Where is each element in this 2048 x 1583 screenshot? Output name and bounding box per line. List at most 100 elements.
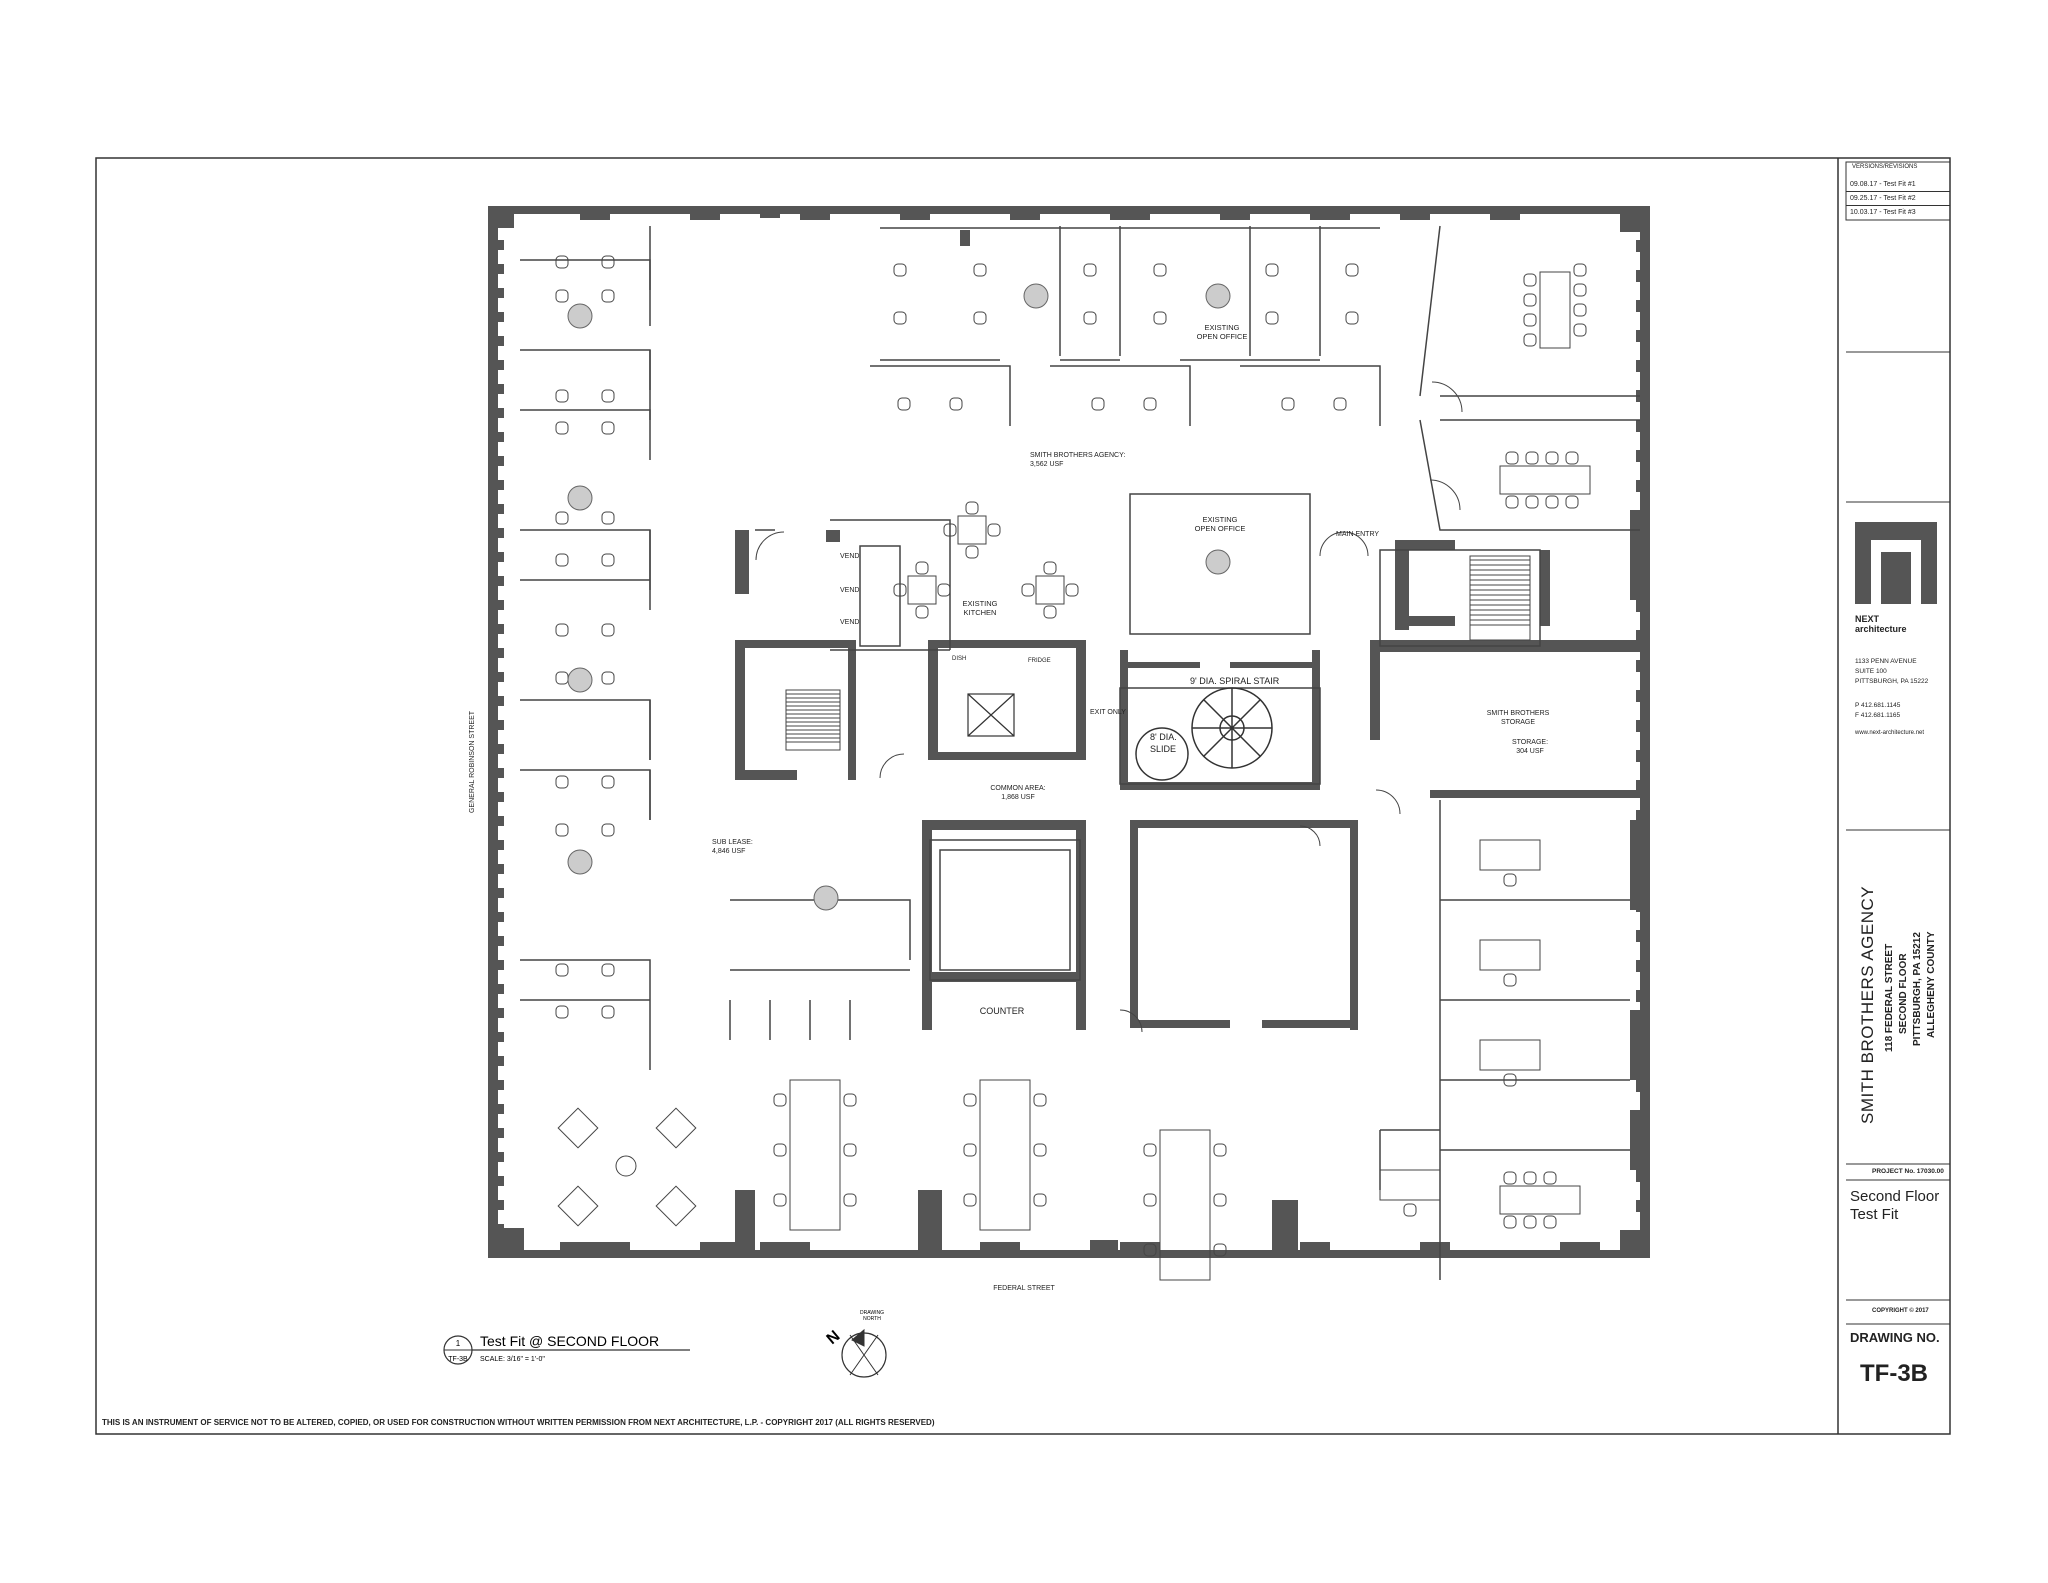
chair: [915, 605, 929, 619]
west-window-pier: [488, 696, 504, 706]
chair: [601, 671, 615, 685]
east-window-pier: [1636, 240, 1650, 252]
chair: [1503, 973, 1517, 987]
chair: [1083, 263, 1097, 277]
sheet-title-1: Second Floor: [1850, 1188, 1940, 1205]
label-existing-open-office-1a: EXISTING: [1204, 323, 1239, 332]
east-window-pier: [1636, 960, 1650, 972]
chair: [555, 389, 569, 403]
chair: [965, 501, 979, 515]
north-window-pier: [1490, 206, 1520, 220]
east-window-pier: [1636, 930, 1650, 942]
west-window-pier: [488, 720, 504, 730]
label-slide-a: 8' DIA.: [1150, 732, 1177, 742]
label-smith-brothers-area-b: 3,562 USF: [1030, 461, 1063, 468]
west-window-pier: [488, 1152, 504, 1162]
chair: [1143, 1143, 1157, 1157]
chair: [1043, 605, 1057, 619]
chair: [843, 1193, 857, 1207]
west-window-pier: [488, 744, 504, 754]
door-swings: [755, 381, 1463, 1033]
project-address-4: ALLEGHENY COUNTY: [1926, 931, 1937, 1039]
chair: [937, 583, 951, 597]
chair: [1543, 1171, 1557, 1185]
label-vend-2: VEND: [840, 587, 859, 594]
west-window-pier: [488, 1080, 504, 1090]
chair: [1091, 397, 1105, 411]
chair: [1523, 273, 1537, 287]
drawing-caption: 1 TF-3B Test Fit @ SECOND FLOOR SCALE: 3…: [443, 1333, 690, 1365]
north-window-pier: [1010, 206, 1040, 220]
chair: [963, 1193, 977, 1207]
chair: [1573, 283, 1587, 297]
north-window-pier: [900, 206, 930, 220]
label-storage-a: SMITH BROTHERS: [1487, 710, 1550, 717]
benching-desk: [979, 1079, 1031, 1231]
chair: [1213, 1143, 1227, 1157]
chair: [601, 421, 615, 435]
chair: [1143, 1193, 1157, 1207]
east-window-pier: [1636, 720, 1650, 732]
spiral-stair: [1191, 687, 1273, 769]
chair: [1345, 311, 1359, 325]
office-desk: [1479, 939, 1541, 971]
chair: [1403, 1203, 1417, 1217]
chair: [601, 511, 615, 525]
chair: [1083, 311, 1097, 325]
chair: [1523, 1171, 1537, 1185]
west-window-pier: [488, 912, 504, 922]
south-window-pier: [1560, 1242, 1600, 1258]
south-window-pier: [760, 1242, 810, 1258]
office-desk: [1379, 1169, 1441, 1201]
label-vend-3: VEND: [840, 619, 859, 626]
stair-well: [785, 689, 841, 751]
round-table: [567, 849, 593, 875]
north-window-pier: [1400, 206, 1430, 220]
north-window-pier: [690, 206, 720, 220]
chair: [987, 523, 1001, 537]
chair: [1565, 451, 1579, 465]
label-storage-b: STORAGE: [1501, 719, 1535, 726]
round-table: [1023, 283, 1049, 309]
chair: [555, 255, 569, 269]
lounge-chair: [557, 1107, 599, 1149]
south-window-pier: [1420, 1242, 1450, 1258]
firm-fax: F 412.681.1165: [1855, 712, 1901, 719]
west-window-pier: [488, 576, 504, 586]
east-window-pier: [1636, 660, 1650, 672]
drawing-no: TF-3B: [1860, 1360, 1928, 1387]
west-window-pier: [488, 816, 504, 826]
chair: [555, 553, 569, 567]
west-window-pier: [488, 360, 504, 370]
conference-table: [1499, 465, 1591, 495]
chair: [1265, 263, 1279, 277]
west-window-pier: [488, 960, 504, 970]
chair: [555, 963, 569, 977]
label-existing-open-office-2b: OPEN OFFICE: [1195, 524, 1246, 533]
chair: [773, 1093, 787, 1107]
east-window-pier: [1636, 810, 1650, 822]
chair: [555, 823, 569, 837]
west-window-pier: [488, 480, 504, 490]
north-window-pier: [1310, 206, 1350, 220]
chair: [1525, 451, 1539, 465]
chair: [973, 263, 987, 277]
west-window-pier: [488, 336, 504, 346]
east-window-pier: [1636, 690, 1650, 702]
label-storage-area-a: STORAGE:: [1512, 739, 1548, 746]
label-sub-lease-b: 4,846 USF: [712, 848, 745, 855]
round-table: [1205, 283, 1231, 309]
slide: [1135, 727, 1189, 781]
sheet-title-2: Test Fit: [1850, 1206, 1899, 1223]
chair: [1153, 263, 1167, 277]
cafe-table: [907, 575, 937, 605]
chair: [965, 545, 979, 559]
chair: [1503, 873, 1517, 887]
west-window-pier: [488, 672, 504, 682]
firm-address-3: PITTSBURGH, PA 15222: [1855, 678, 1929, 685]
chair: [1265, 311, 1279, 325]
revision-3: 10.03.17 - Test Fit #3: [1850, 209, 1916, 216]
chair: [1033, 1193, 1047, 1207]
chair: [1523, 1215, 1537, 1229]
label-slide-b: SLIDE: [1150, 744, 1176, 754]
